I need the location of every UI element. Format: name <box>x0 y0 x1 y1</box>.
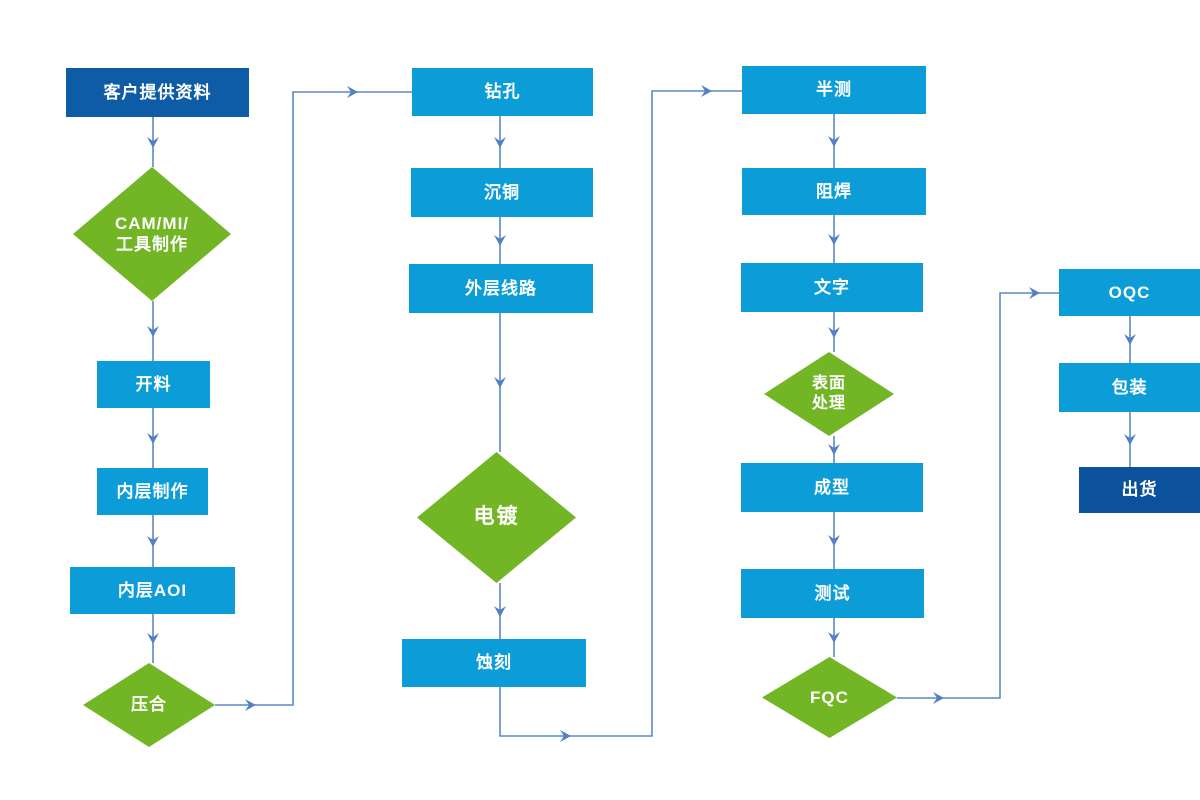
node-drilling: 钻孔 <box>412 68 593 116</box>
node-forming: 成型 <box>741 463 923 512</box>
arrow-down-icon <box>494 606 506 617</box>
node-customer-data: 客户提供资料 <box>66 68 249 117</box>
node-inner-aoi: 内层AOI <box>70 567 235 614</box>
arrow-down-icon <box>828 632 840 643</box>
arrow-right-icon <box>347 86 358 98</box>
node-outer-circuit: 外层线路 <box>409 264 593 313</box>
arrow-right-icon <box>560 730 571 742</box>
connector <box>215 91 412 706</box>
node-half-test: 半测 <box>742 66 926 114</box>
arrow-down-icon <box>1124 434 1136 445</box>
node-solder-mask: 阻焊 <box>742 168 926 215</box>
node-copper-deposition: 沉铜 <box>411 168 593 217</box>
arrow-down-icon <box>494 235 506 246</box>
node-inner-layer: 内层制作 <box>97 468 208 515</box>
arrow-down-icon <box>147 137 159 148</box>
node-silkscreen: 文字 <box>741 263 923 312</box>
arrow-down-icon <box>828 136 840 147</box>
node-oqc: OQC <box>1059 269 1200 316</box>
arrow-down-icon <box>828 535 840 546</box>
arrow-down-icon <box>828 234 840 245</box>
arrow-right-icon <box>933 692 944 704</box>
node-testing: 测试 <box>741 569 924 618</box>
node-cutting: 开料 <box>97 361 210 408</box>
node-packing: 包装 <box>1059 363 1200 412</box>
arrow-down-icon <box>494 377 506 388</box>
arrow-right-icon <box>245 699 256 711</box>
arrow-down-icon <box>828 444 840 455</box>
arrow-right-icon <box>701 85 712 97</box>
arrow-down-icon <box>147 536 159 547</box>
node-shipment: 出货 <box>1079 467 1200 513</box>
arrow-down-icon <box>147 633 159 644</box>
arrow-down-icon <box>147 326 159 337</box>
arrow-down-icon <box>147 433 159 444</box>
arrow-down-icon <box>494 137 506 148</box>
arrow-down-icon <box>828 327 840 338</box>
arrow-down-icon <box>1124 334 1136 345</box>
arrow-right-icon <box>1029 287 1040 299</box>
connector <box>897 292 1059 699</box>
node-etching: 蚀刻 <box>402 639 586 687</box>
connector <box>499 90 742 737</box>
